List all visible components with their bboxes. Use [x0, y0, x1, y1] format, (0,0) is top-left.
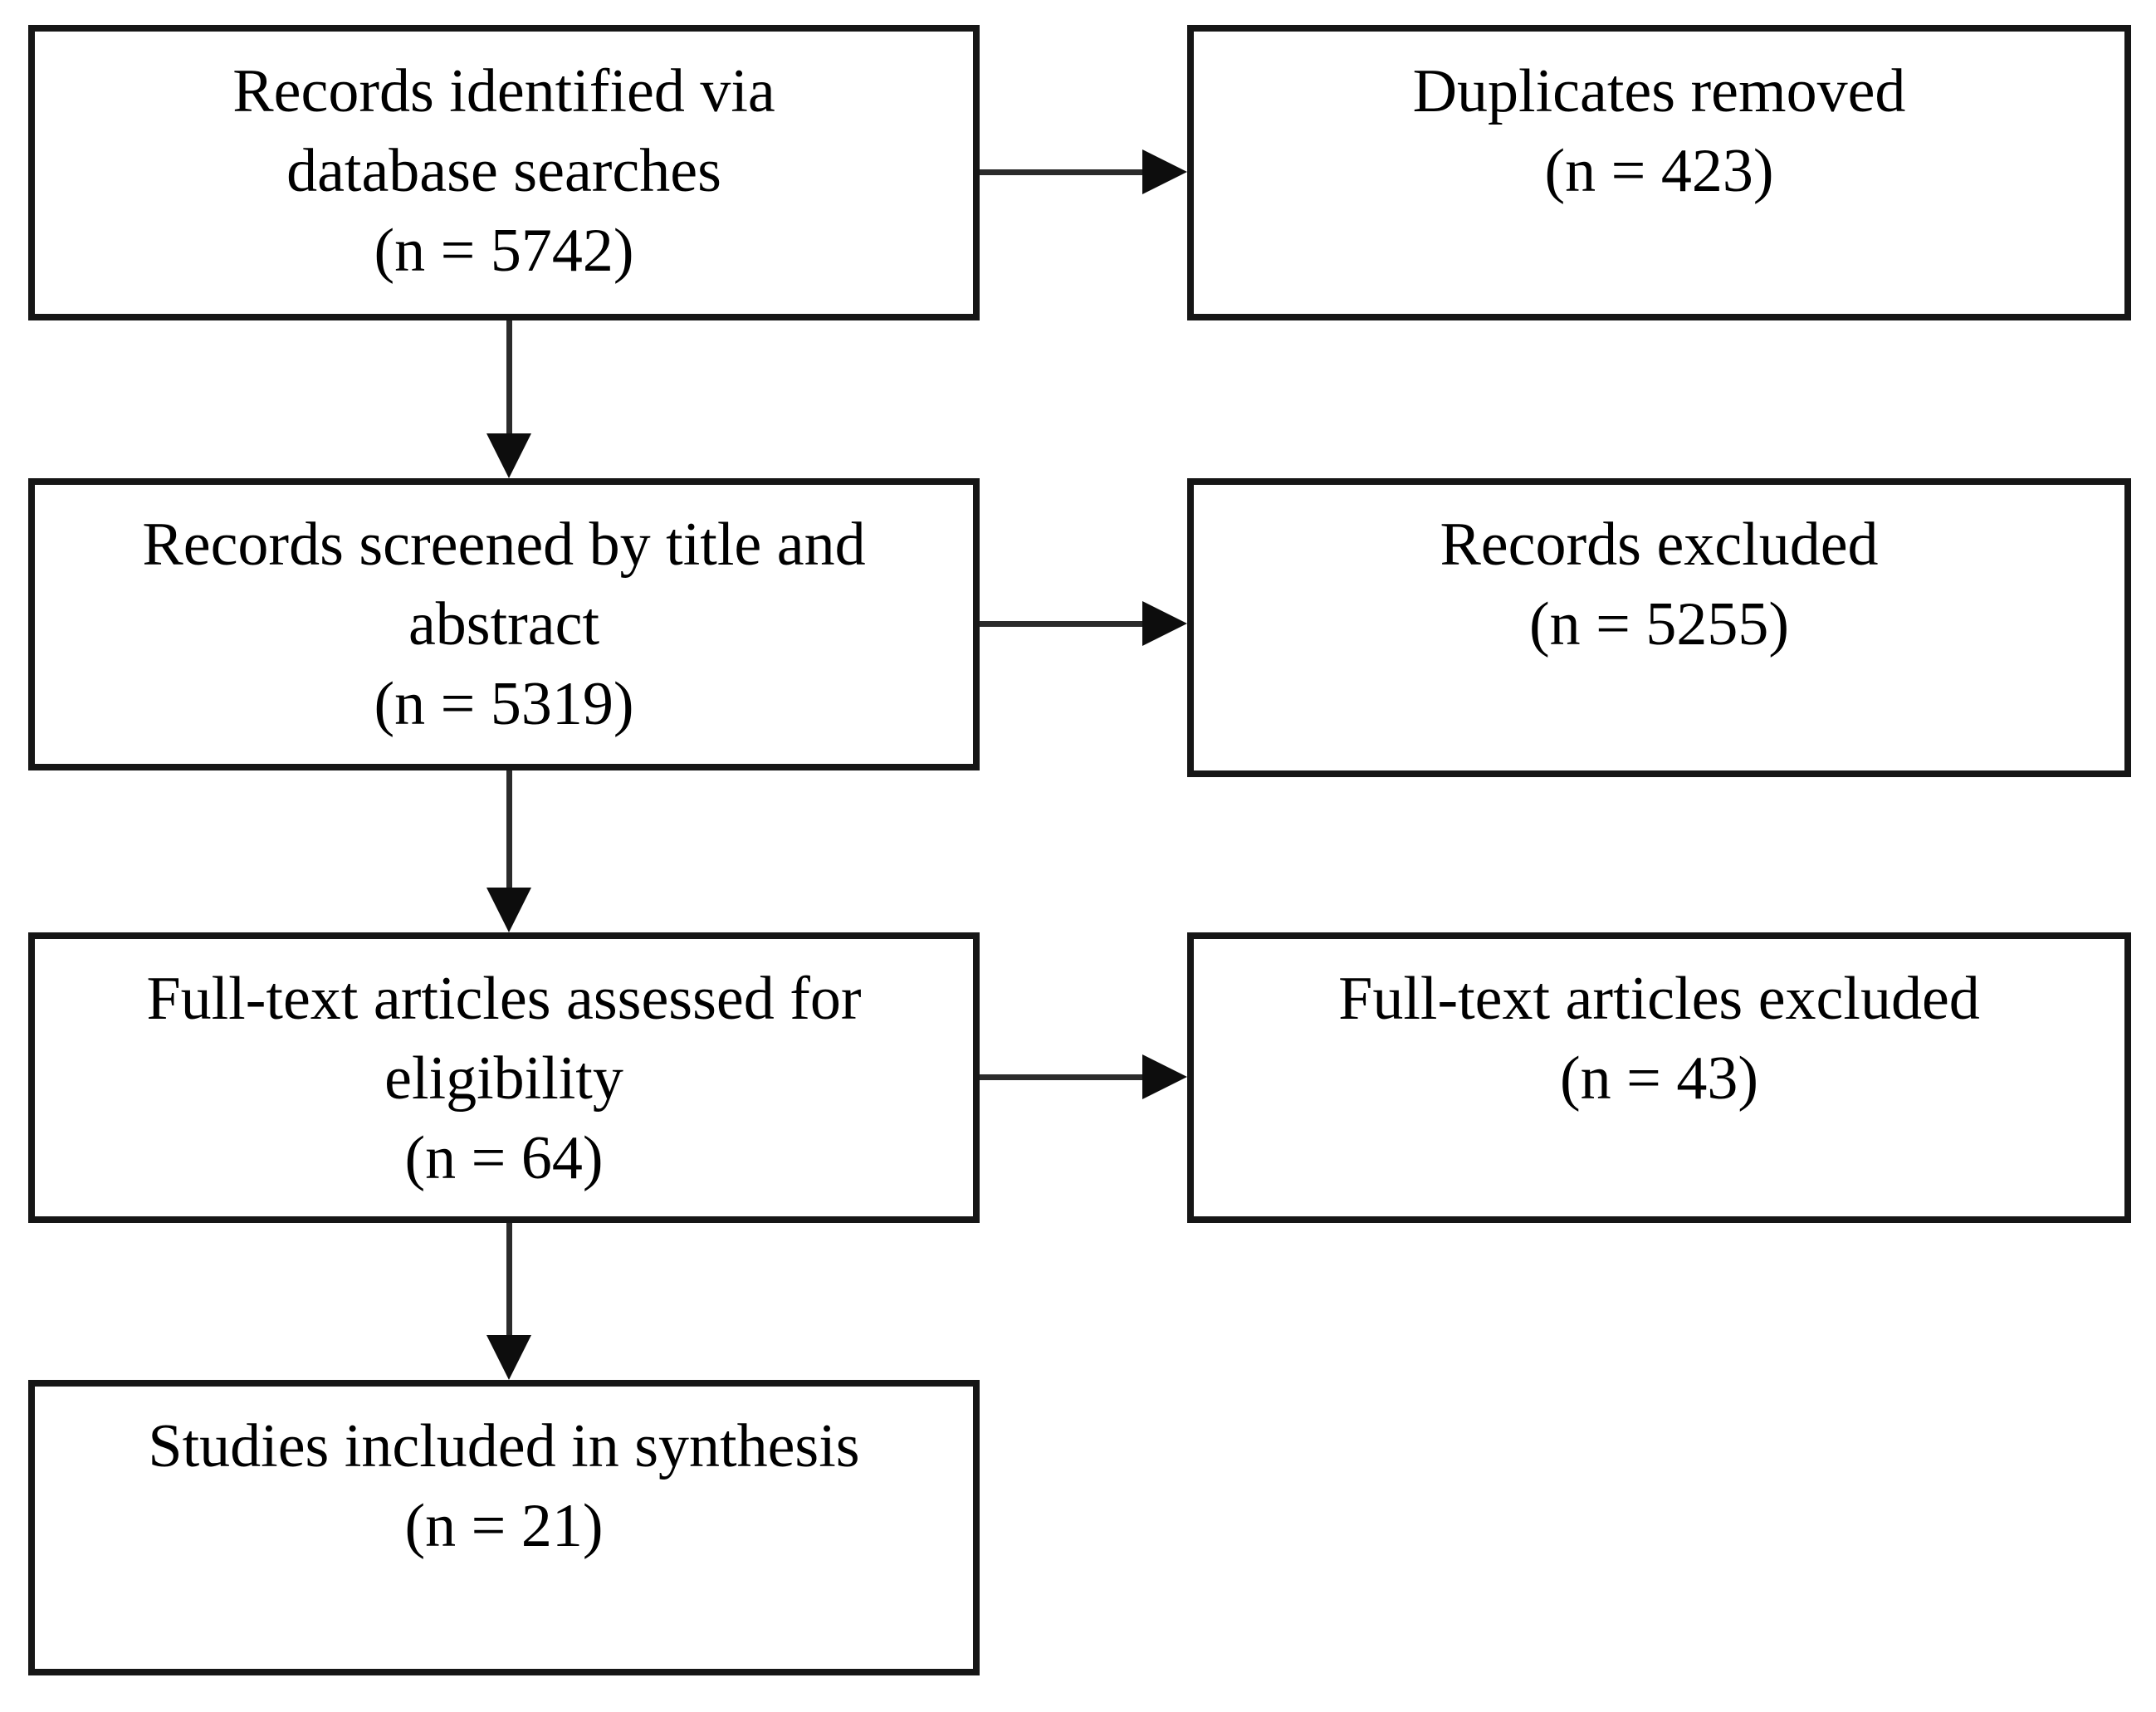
box-fulltext-assessed: Full-text articles assessed for eligibil…: [28, 932, 980, 1223]
box-count-line: (n = 5255): [1528, 590, 1790, 658]
box-records-identified: Records identified via database searches…: [28, 25, 980, 320]
box-text-line: Records excluded: [1440, 511, 1879, 579]
box-records-excluded: Records excluded (n = 5255): [1187, 478, 2131, 777]
box-text-line: eligibility: [384, 1044, 623, 1113]
arrow-shaft: [980, 169, 1142, 175]
box-text-line: database searches: [286, 137, 721, 205]
arrowhead-right-icon: [1142, 149, 1187, 194]
box-count-line: (n = 21): [404, 1492, 604, 1560]
arrow-shaft: [506, 770, 512, 888]
arrow-shaft: [980, 1074, 1142, 1080]
box-text-line: Duplicates removed: [1412, 57, 1906, 125]
arrowhead-down-icon: [486, 433, 531, 478]
arrow-shaft: [980, 621, 1142, 627]
box-count-line: (n = 5319): [374, 670, 634, 738]
arrowhead-down-icon: [486, 888, 531, 932]
box-text-line: Records identified via: [232, 57, 775, 125]
arrowhead-right-icon: [1142, 601, 1187, 646]
box-count-line: (n = 5742): [374, 217, 634, 285]
arrowhead-right-icon: [1142, 1054, 1187, 1099]
box-records-screened: Records screened by title and abstract (…: [28, 478, 980, 770]
box-text-line: Records screened by title and: [142, 511, 866, 579]
box-count-line: (n = 43): [1559, 1044, 1759, 1113]
arrowhead-down-icon: [486, 1335, 531, 1380]
arrow-shaft: [506, 320, 512, 433]
box-fulltext-excluded: Full-text articles excluded (n = 43): [1187, 932, 2131, 1223]
box-count-line: (n = 64): [404, 1124, 604, 1192]
box-text-line: Studies included in synthesis: [148, 1412, 860, 1480]
box-text-line: abstract: [408, 590, 600, 658]
box-studies-included: Studies included in synthesis (n = 21): [28, 1380, 980, 1675]
box-text-line: Full-text articles excluded: [1338, 965, 1980, 1033]
box-count-line: (n = 423): [1544, 137, 1774, 205]
box-duplicates-removed: Duplicates removed (n = 423): [1187, 25, 2131, 320]
arrow-shaft: [506, 1223, 512, 1335]
box-text-line: Full-text articles assessed for: [146, 965, 862, 1033]
